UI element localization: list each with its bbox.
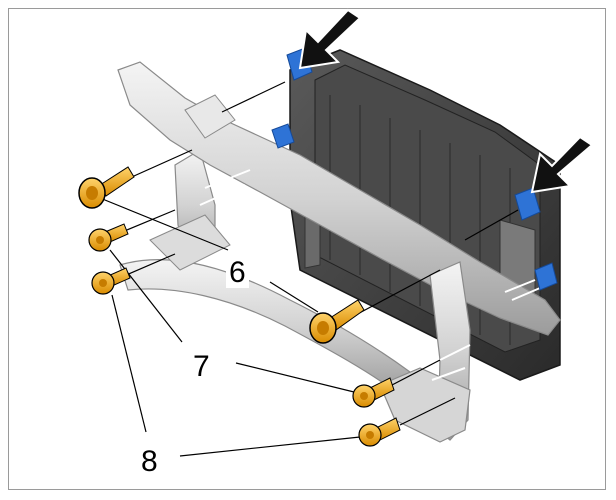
bolt-8-upper (91, 267, 131, 295)
bolt-6-lower (309, 299, 365, 344)
bolt-7-upper (88, 223, 129, 252)
pointer-arrows (298, 8, 594, 194)
clip-top-right (514, 187, 541, 221)
bolt-8-lower (358, 417, 401, 447)
bolt-6-upper (78, 166, 135, 209)
callout-7: 7 (190, 352, 213, 382)
arrow-top (298, 8, 362, 70)
arrow-right (530, 135, 594, 194)
clip-mid-right (534, 262, 558, 291)
callout-8: 8 (138, 447, 161, 477)
bolt-7-lower (352, 377, 395, 408)
bolt-guide-lines (99, 81, 519, 457)
callout-6: 6 (226, 258, 249, 288)
clip-mid-left (271, 123, 295, 149)
